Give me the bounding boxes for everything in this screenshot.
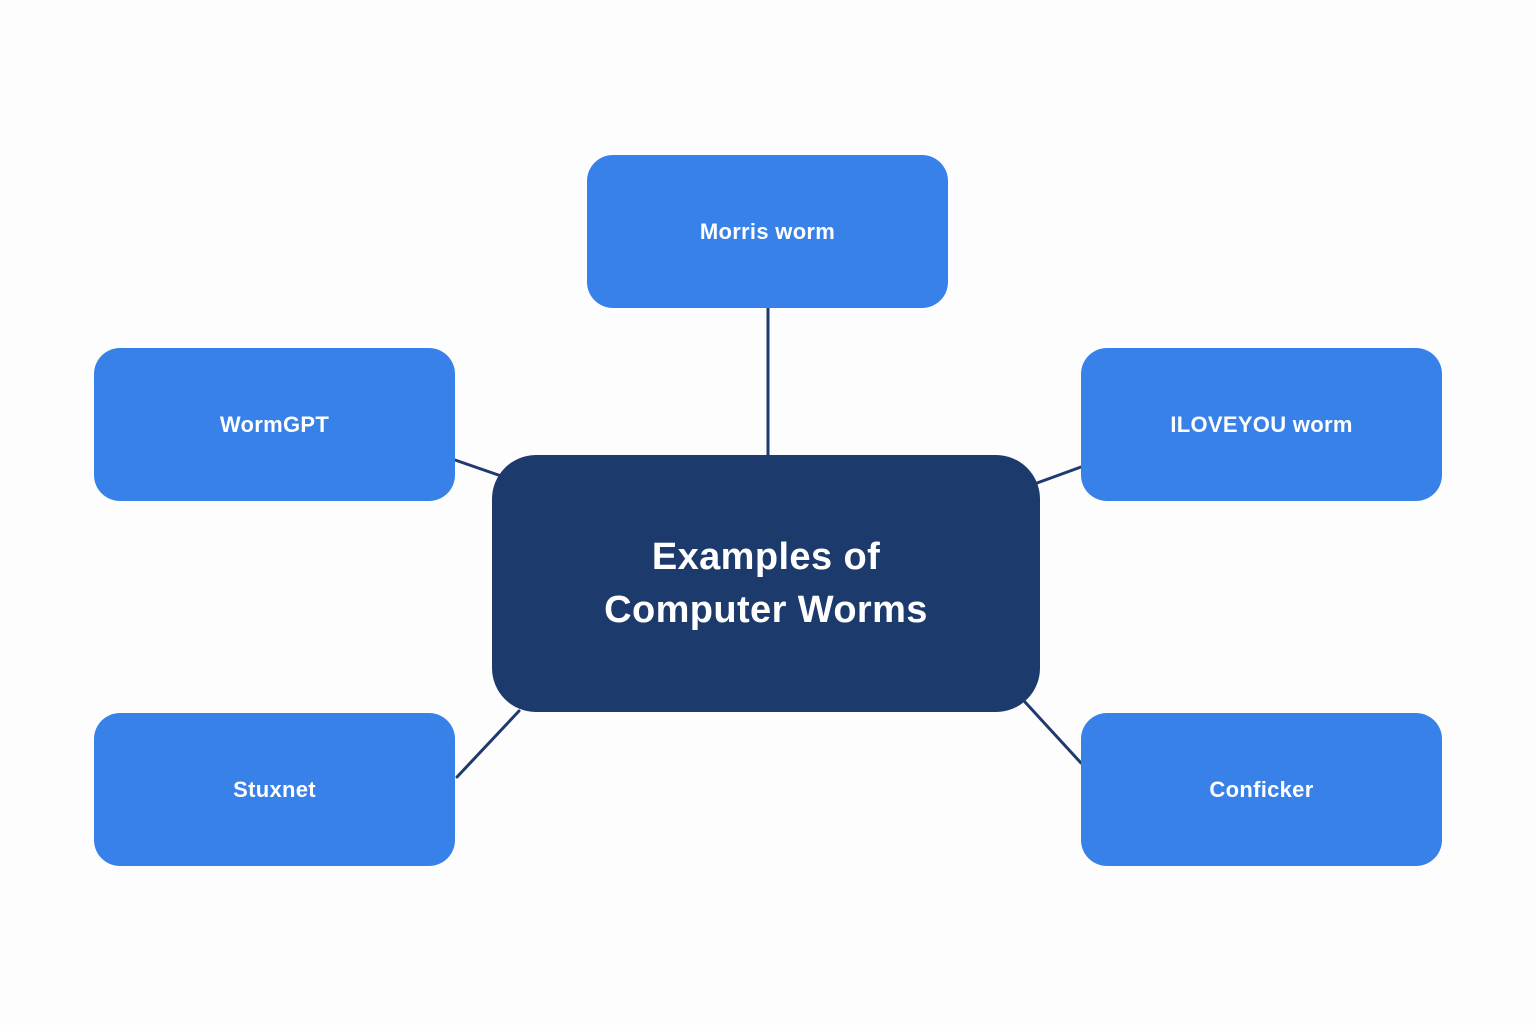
node-morris-worm-label: Morris worm: [699, 218, 836, 244]
node-morris-worm: Morris worm: [587, 155, 948, 308]
center-title-line-2: Computer Worms: [604, 588, 928, 631]
node-stuxnet-label: Stuxnet: [233, 776, 316, 802]
node-iloveyou-worm-label: ILOVEYOU worm: [1170, 411, 1353, 437]
node-wormgpt: WormGPT: [94, 348, 455, 501]
node-conficker: Conficker: [1081, 713, 1442, 866]
node-conficker-label: Conficker: [1209, 776, 1314, 802]
node-iloveyou-worm: ILOVEYOU worm: [1081, 348, 1442, 501]
connector-stuxnet: [455, 709, 521, 779]
node-stuxnet: Stuxnet: [94, 713, 455, 866]
connector-iloveyou: [1035, 465, 1083, 485]
center-title-line-1: Examples of: [651, 536, 881, 579]
node-wormgpt-label: WormGPT: [219, 411, 330, 437]
center-node-examples-of-computer-worms: Examples of Computer Worms: [492, 455, 1040, 712]
connector-conficker: [1023, 700, 1083, 765]
